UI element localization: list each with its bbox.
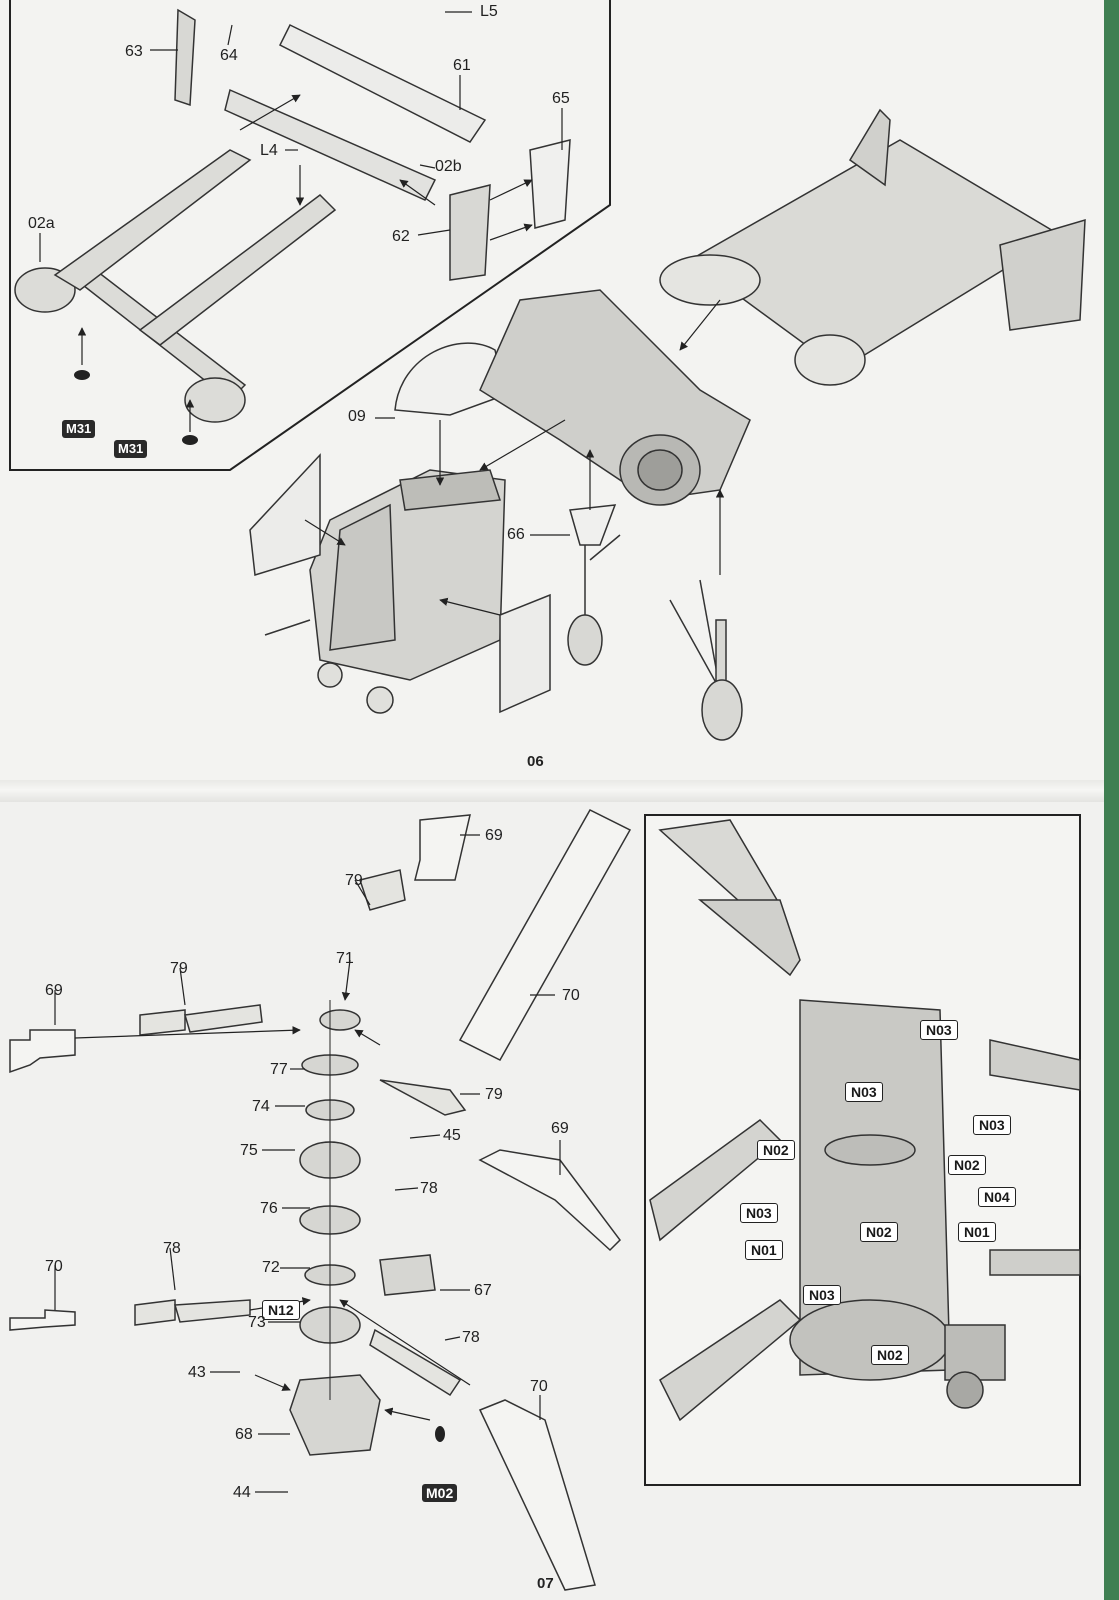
part-label-70: 70	[530, 1378, 548, 1395]
paint-callout-m02: M02	[422, 1484, 458, 1502]
part-61	[278, 24, 487, 143]
detail-callout-n02: N02	[860, 1222, 898, 1242]
weight-pellet	[182, 435, 198, 445]
part-label-45: 45	[443, 1127, 461, 1144]
tail-unit-part	[659, 108, 1086, 386]
weight-pellet	[74, 370, 90, 380]
detail-callout-n02: N02	[757, 1140, 795, 1160]
stabilizer-02b-part	[224, 88, 437, 201]
detail-callout-n02: N02	[948, 1155, 986, 1175]
part-label-78: 78	[420, 1180, 438, 1197]
paint-callout-m31: M31	[114, 440, 148, 458]
fin-62	[449, 184, 491, 281]
detail-callout-n03: N03	[803, 1285, 841, 1305]
part-label-68: 68	[235, 1426, 253, 1443]
part-label-65: 65	[552, 90, 570, 107]
part-label-69: 69	[551, 1120, 569, 1137]
door-left-part	[249, 453, 321, 576]
detail-callout-n02: N02	[871, 1345, 909, 1365]
part-label-69: 69	[45, 982, 63, 999]
part-label-79: 79	[485, 1086, 503, 1103]
rotor-head-arm-part	[134, 869, 467, 1397]
part-label-63: 63	[125, 43, 143, 60]
tail-boom-part	[14, 149, 337, 423]
step-number-07: 07	[537, 1575, 554, 1592]
canopy-09-part	[394, 342, 506, 416]
part-label-77: 77	[270, 1061, 288, 1078]
rotor-blade-part	[9, 1029, 76, 1331]
part-label-72: 72	[262, 1259, 280, 1276]
part-label-43: 43	[188, 1364, 206, 1381]
part-label-79: 79	[345, 872, 363, 889]
detail-callout-n01: N01	[745, 1240, 783, 1260]
rotor-head-detail-part	[649, 819, 1081, 1422]
landing-gear-part	[669, 579, 743, 741]
detail-callout-n04: N04	[978, 1187, 1016, 1207]
part-label-69: 69	[485, 827, 503, 844]
part-label-67: 67	[474, 1282, 492, 1299]
engine-section-part	[479, 289, 751, 506]
part-label-L5: L5	[480, 3, 498, 20]
fin-65	[529, 139, 571, 229]
paint-callout-m31: M31	[62, 420, 96, 438]
paint-pellet	[435, 1426, 445, 1442]
fuselage-part	[264, 469, 506, 714]
part-label-44: 44	[233, 1484, 251, 1501]
detail-callout-n03: N03	[973, 1115, 1011, 1135]
part-label-64: 64	[220, 47, 238, 64]
step-number-06: 06	[527, 753, 544, 770]
part-label-66: 66	[507, 526, 525, 543]
part-label-L4: L4	[260, 142, 278, 159]
part-label-76: 76	[260, 1200, 278, 1217]
rotor-blade-part	[414, 809, 632, 1591]
detail-callout-n03: N03	[920, 1020, 958, 1040]
landing-gear-66-part	[567, 504, 621, 666]
part-label-75: 75	[240, 1142, 258, 1159]
part-label-79: 79	[170, 960, 188, 977]
part-label-70: 70	[562, 987, 580, 1004]
part-label-02b: 02b	[435, 158, 462, 175]
paint-callout-n12: N12	[262, 1300, 300, 1320]
rotor-hub-stack-part	[289, 1009, 436, 1456]
part-label-70: 70	[45, 1258, 63, 1275]
part-label-02a: 02a	[28, 215, 55, 232]
page-fold	[0, 780, 1104, 802]
part-label-09: 09	[348, 408, 366, 425]
part-label-61: 61	[453, 57, 471, 74]
part-label-78: 78	[163, 1240, 181, 1257]
part-label-71: 71	[336, 950, 354, 967]
fin-63	[174, 8, 196, 107]
part-label-62: 62	[392, 228, 410, 245]
part-label-78: 78	[462, 1329, 480, 1346]
part-label-73: 73	[248, 1314, 266, 1331]
part-label-74: 74	[252, 1098, 270, 1115]
detail-callout-n03: N03	[845, 1082, 883, 1102]
detail-callout-n01: N01	[958, 1222, 996, 1242]
detail-callout-n03: N03	[740, 1203, 778, 1223]
subassembly-panel-border	[9, 0, 611, 471]
door-right-part	[499, 593, 551, 714]
